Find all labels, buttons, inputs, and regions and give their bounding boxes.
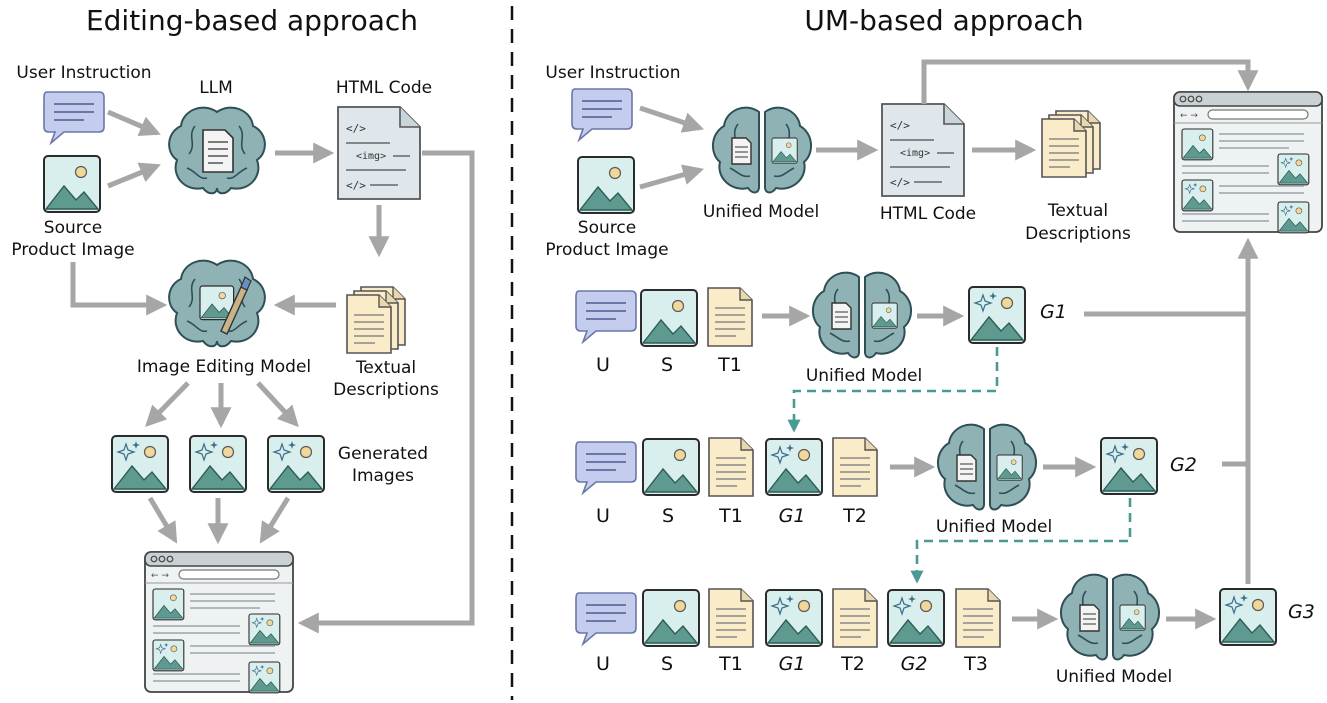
token-u-label: U — [596, 354, 610, 376]
right-textual-label-line2: Descriptions — [1025, 224, 1131, 244]
left-html-code-label: HTML Code — [335, 78, 433, 98]
token-t2-label: T2 — [843, 505, 867, 527]
unified-model-brain-icon — [1061, 575, 1159, 660]
left-user-instruction-label: User Instruction — [16, 63, 152, 83]
unified-model-label: Unified Model — [1055, 667, 1173, 687]
token-g1-label: G1 — [778, 653, 806, 675]
right-section-title: UM-based approach — [804, 4, 1084, 37]
image-editing-brain-icon — [169, 261, 265, 347]
text-token-icon — [708, 437, 754, 497]
token-s-label: S — [660, 653, 674, 675]
generated-image-token-icon — [887, 589, 945, 647]
unified-model-label: Unified Model — [702, 202, 820, 222]
dependency-dashed-arrows — [787, 347, 1132, 584]
output-g2-label: G2 — [1170, 454, 1197, 476]
llm-brain-icon — [168, 106, 266, 195]
generated-image-icon — [111, 435, 169, 493]
instruction-token-icon — [575, 592, 637, 645]
source-image-token-icon — [642, 589, 700, 647]
generated-images-label-line1: Generated — [337, 444, 429, 464]
token-t3-label: T3 — [964, 653, 988, 675]
generated-image-icon — [1100, 437, 1158, 495]
generated-image-icon — [189, 435, 247, 493]
text-token-icon — [832, 437, 878, 497]
generated-image-icon — [1219, 588, 1277, 646]
right-arrows — [639, 59, 1259, 630]
left-textual-label-line2: Descriptions — [333, 380, 439, 400]
unified-model-brain-icon — [713, 108, 811, 193]
generated-image-token-icon — [765, 589, 823, 647]
token-u-label: U — [596, 505, 610, 527]
token-s-label: S — [660, 354, 674, 376]
token-t1-label: T1 — [718, 354, 742, 376]
token-t1-label: T1 — [719, 653, 743, 675]
source-image-icon — [577, 156, 635, 214]
right-webpage-browser-icon — [1174, 92, 1322, 233]
generated-image-icon — [968, 286, 1026, 344]
user-instruction-bubble-icon — [43, 91, 105, 144]
left-textual-label-line1: Textual — [355, 358, 417, 378]
source-image-token-icon — [642, 438, 700, 496]
html-code-doc-icon — [881, 103, 965, 197]
right-textual-label-line1: Textual — [1047, 201, 1109, 221]
unified-model-label: Unified Model — [935, 517, 1053, 537]
right-source-label-line2: Product Image — [545, 240, 669, 260]
unified-model-label: Unified Model — [805, 366, 923, 386]
token-u-label: U — [596, 653, 610, 675]
llm-label: LLM — [199, 78, 233, 98]
output-g3-label: G3 — [1288, 601, 1315, 623]
generated-image-icon — [267, 435, 325, 493]
instruction-token-icon — [575, 290, 637, 343]
text-token-icon — [832, 588, 878, 648]
right-html-code-label: HTML Code — [879, 204, 977, 224]
unified-model-brain-icon — [938, 425, 1036, 510]
html-code-doc-icon — [337, 106, 421, 200]
token-s-label: S — [661, 505, 675, 527]
unified-model-brain-icon — [813, 273, 911, 358]
right-source-label-line1: Source — [577, 218, 637, 238]
instruction-token-icon — [575, 441, 637, 494]
source-image-icon — [43, 155, 101, 213]
left-source-label-line2: Product Image — [11, 240, 135, 260]
token-g2-label: G2 — [900, 653, 928, 675]
generated-images-label-line2: Images — [351, 466, 415, 486]
text-token-icon — [955, 588, 1001, 648]
source-image-token-icon — [640, 289, 698, 347]
text-token-icon — [708, 588, 754, 648]
textual-descriptions-icon — [347, 287, 405, 353]
token-t1-label: T1 — [719, 505, 743, 527]
output-g1-label: G1 — [1040, 301, 1067, 323]
left-webpage-browser-icon — [145, 552, 293, 693]
right-user-instruction-label: User Instruction — [545, 63, 681, 83]
token-g1-label: G1 — [778, 505, 806, 527]
user-instruction-bubble-icon — [571, 88, 633, 141]
left-arrows — [70, 109, 475, 634]
text-token-icon — [707, 287, 753, 347]
textual-descriptions-icon — [1042, 111, 1100, 177]
image-editing-model-label: Image Editing Model — [136, 357, 312, 377]
token-t2-label: T2 — [841, 653, 865, 675]
left-section-title: Editing-based approach — [85, 4, 419, 37]
generated-image-token-icon — [765, 438, 823, 496]
left-source-label-line1: Source — [43, 218, 103, 238]
